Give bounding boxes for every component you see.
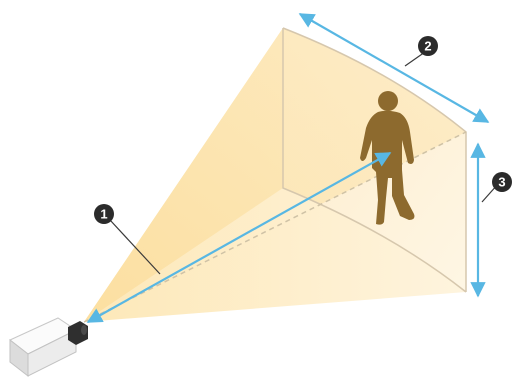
camera-icon <box>9 317 88 378</box>
dimension-arrows <box>86 13 490 323</box>
callout-3-badge <box>492 172 512 192</box>
field-of-view-cone <box>83 27 467 323</box>
distance-arrow <box>86 152 392 323</box>
callout-2-badge <box>418 36 438 56</box>
callout-3-label: 3 <box>498 175 505 190</box>
callout-1: 1 <box>94 204 114 224</box>
callout-2-leader <box>404 51 426 67</box>
callout-1-leader <box>109 219 161 275</box>
cone-center-dashed-line <box>83 131 467 323</box>
callout-1-badge <box>94 204 114 224</box>
width-arrow <box>298 13 490 123</box>
callout-2-label: 2 <box>424 39 431 54</box>
callout-2: 2 <box>418 36 438 56</box>
callout-1-label: 1 <box>100 207 107 222</box>
callout-3: 3 <box>492 172 512 192</box>
